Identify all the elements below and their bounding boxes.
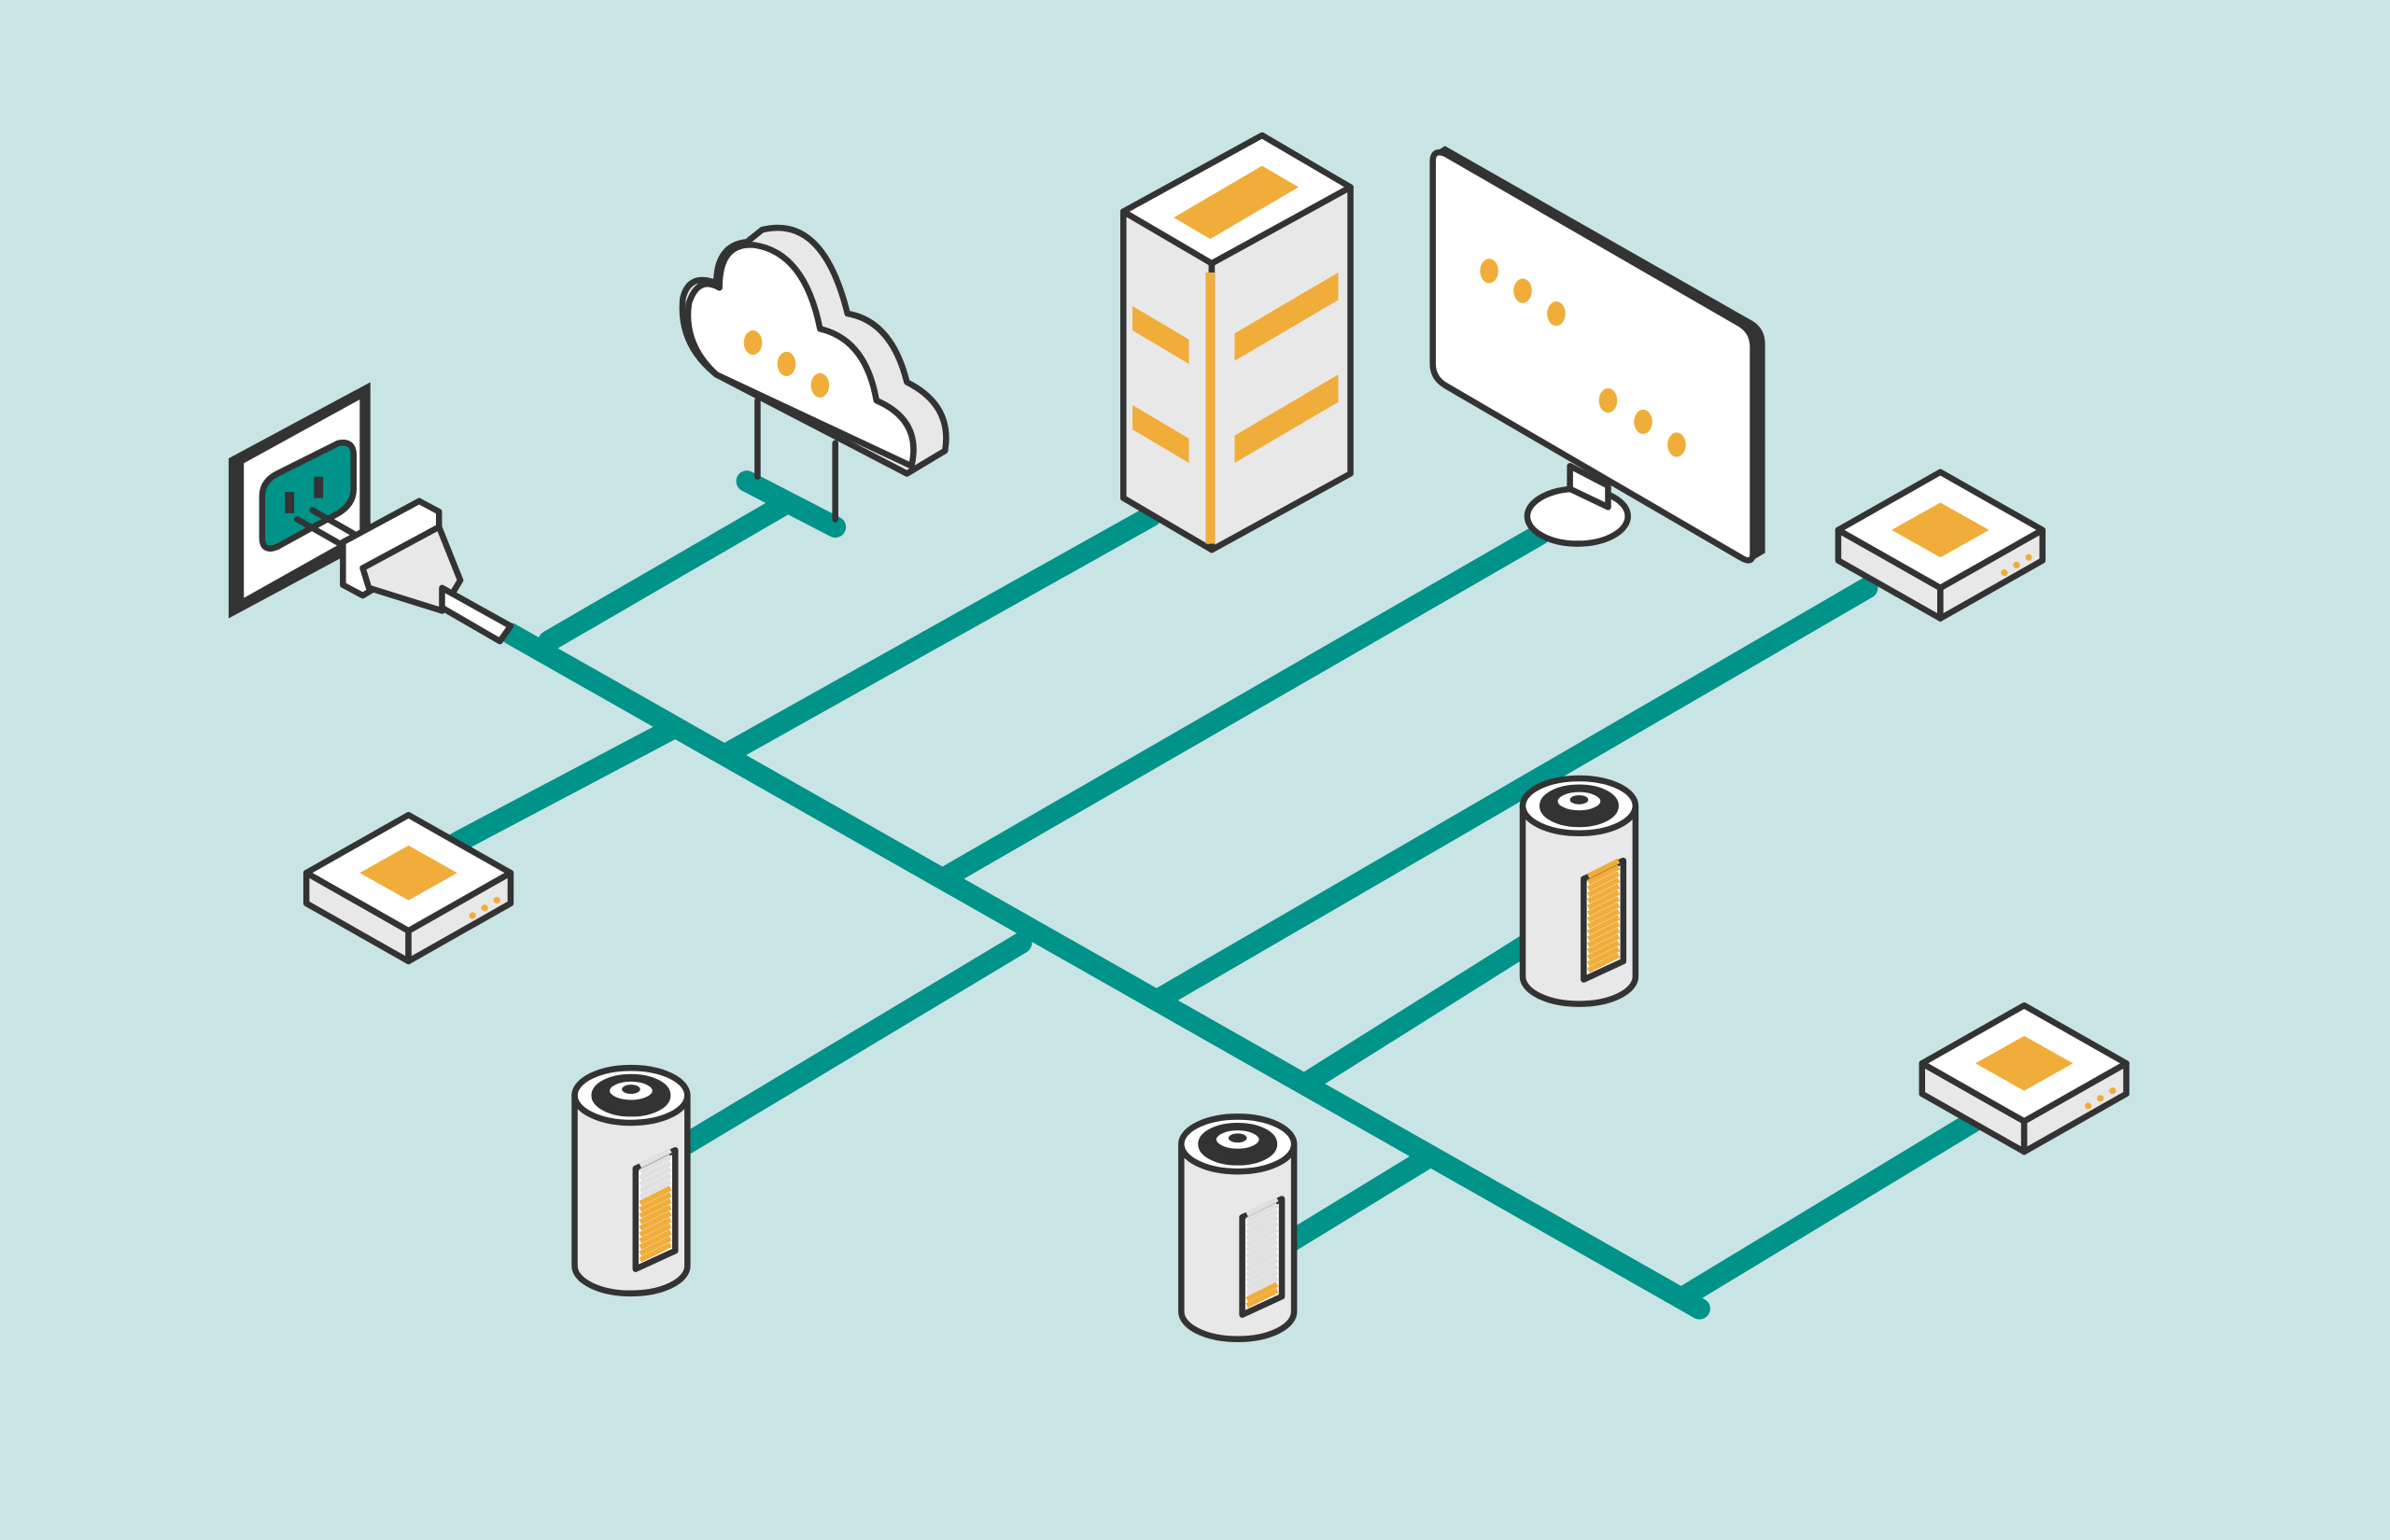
router-panel: [359, 845, 457, 901]
bottom-router-branch-line: [1673, 1110, 1985, 1308]
charge-bar-empty: [1245, 1214, 1279, 1236]
charge-bar-filled: [639, 1185, 672, 1206]
router-led: [2097, 1095, 2104, 1102]
charge-bar-filled: [639, 1211, 672, 1231]
charge-bar-empty: [1245, 1197, 1279, 1217]
router-panel: [1975, 1035, 2074, 1091]
right-router-branch-line: [1147, 577, 1878, 1011]
router-icon: [302, 811, 514, 965]
router-icon: [1835, 469, 2046, 622]
battery-left-branch-line: [675, 931, 1033, 1155]
cloud-branch-line: [538, 493, 796, 652]
charge-bar-empty: [1245, 1221, 1279, 1241]
monitor-branch-line: [934, 524, 1551, 889]
charge-bar-empty: [639, 1179, 672, 1200]
charge-bar-empty: [1245, 1233, 1279, 1253]
charge-bar-filled: [1586, 883, 1621, 904]
charge-bar-filled: [1245, 1287, 1279, 1309]
charge-bar-empty: [1245, 1202, 1279, 1224]
charge-bar-filled: [639, 1223, 672, 1244]
charge-bar-filled: [1586, 889, 1621, 910]
charge-bar-empty: [1245, 1209, 1279, 1229]
router-icon: [1919, 1001, 2130, 1155]
charge-bar-filled: [1586, 858, 1621, 879]
charge-bar-empty: [639, 1167, 672, 1187]
charge-bar-empty: [1245, 1245, 1279, 1266]
charge-bar-filled: [1586, 940, 1621, 960]
power-outlet-icon: [228, 382, 371, 619]
charge-bar-empty: [639, 1172, 672, 1194]
power-plug-icon: [294, 497, 514, 645]
charge-bar-filled: [1586, 876, 1621, 898]
router-led: [493, 897, 500, 904]
router-led: [469, 912, 476, 919]
charge-bar-filled: [1586, 915, 1621, 935]
charge-bar-filled: [1586, 871, 1621, 891]
charge-bar-filled: [1586, 921, 1621, 942]
main-trunk-line: [499, 623, 1710, 1320]
charge-bar-filled: [1586, 952, 1621, 973]
charge-bar-filled: [639, 1192, 672, 1212]
charge-bar-filled: [1586, 902, 1621, 923]
connector-lines: [446, 470, 1985, 1320]
charge-bar-filled: [639, 1236, 672, 1256]
charge-bar-filled: [639, 1242, 672, 1263]
charge-bar-filled: [639, 1204, 672, 1225]
left-router-branch-line: [446, 719, 682, 853]
cloud-icon: [679, 224, 949, 523]
charge-bar-filled: [639, 1217, 672, 1238]
router-led: [2001, 568, 2008, 577]
batteries: [571, 775, 1639, 1343]
charge-bar-empty: [1245, 1239, 1279, 1260]
charge-bar-filled: [1586, 896, 1621, 917]
router-led: [2109, 1087, 2116, 1095]
charge-bar-empty: [1245, 1275, 1279, 1296]
router-panel: [1891, 502, 1989, 558]
charge-bar-empty: [639, 1154, 672, 1175]
charge-bar-empty: [639, 1147, 672, 1169]
charge-bar-empty: [1245, 1226, 1279, 1248]
charge-bar-empty: [1245, 1269, 1279, 1290]
charge-bar-empty: [639, 1160, 672, 1181]
server-branch-line: [721, 505, 1162, 763]
charge-bar-filled: [639, 1197, 672, 1219]
router-led: [481, 904, 488, 912]
battery-icon: [1178, 1113, 1298, 1343]
charge-bar-empty: [1245, 1257, 1279, 1278]
battery-right-branch-line: [1300, 935, 1536, 1091]
charge-bar-filled: [1245, 1281, 1279, 1302]
battery-icon: [571, 1064, 691, 1297]
charge-bar-filled: [1586, 927, 1621, 948]
router-led: [2025, 553, 2032, 561]
charge-bar-empty: [1245, 1251, 1279, 1272]
charge-bar-empty: [1245, 1263, 1279, 1284]
routers: [302, 469, 2130, 1155]
router-led: [2013, 561, 2020, 568]
charge-bar-filled: [1586, 864, 1621, 885]
charge-bar-filled: [1586, 908, 1621, 930]
charge-bar-filled: [1586, 933, 1621, 955]
battery-icon: [1519, 775, 1639, 1007]
router-led: [2085, 1102, 2092, 1110]
battery-middle-branch-line: [1277, 1148, 1436, 1254]
server-tower-icon: [1120, 132, 1354, 553]
monitor-icon: [1429, 146, 1765, 564]
charge-bar-filled: [1586, 946, 1621, 967]
charge-bar-filled: [639, 1229, 672, 1250]
cloud-connector-line: [736, 470, 847, 539]
